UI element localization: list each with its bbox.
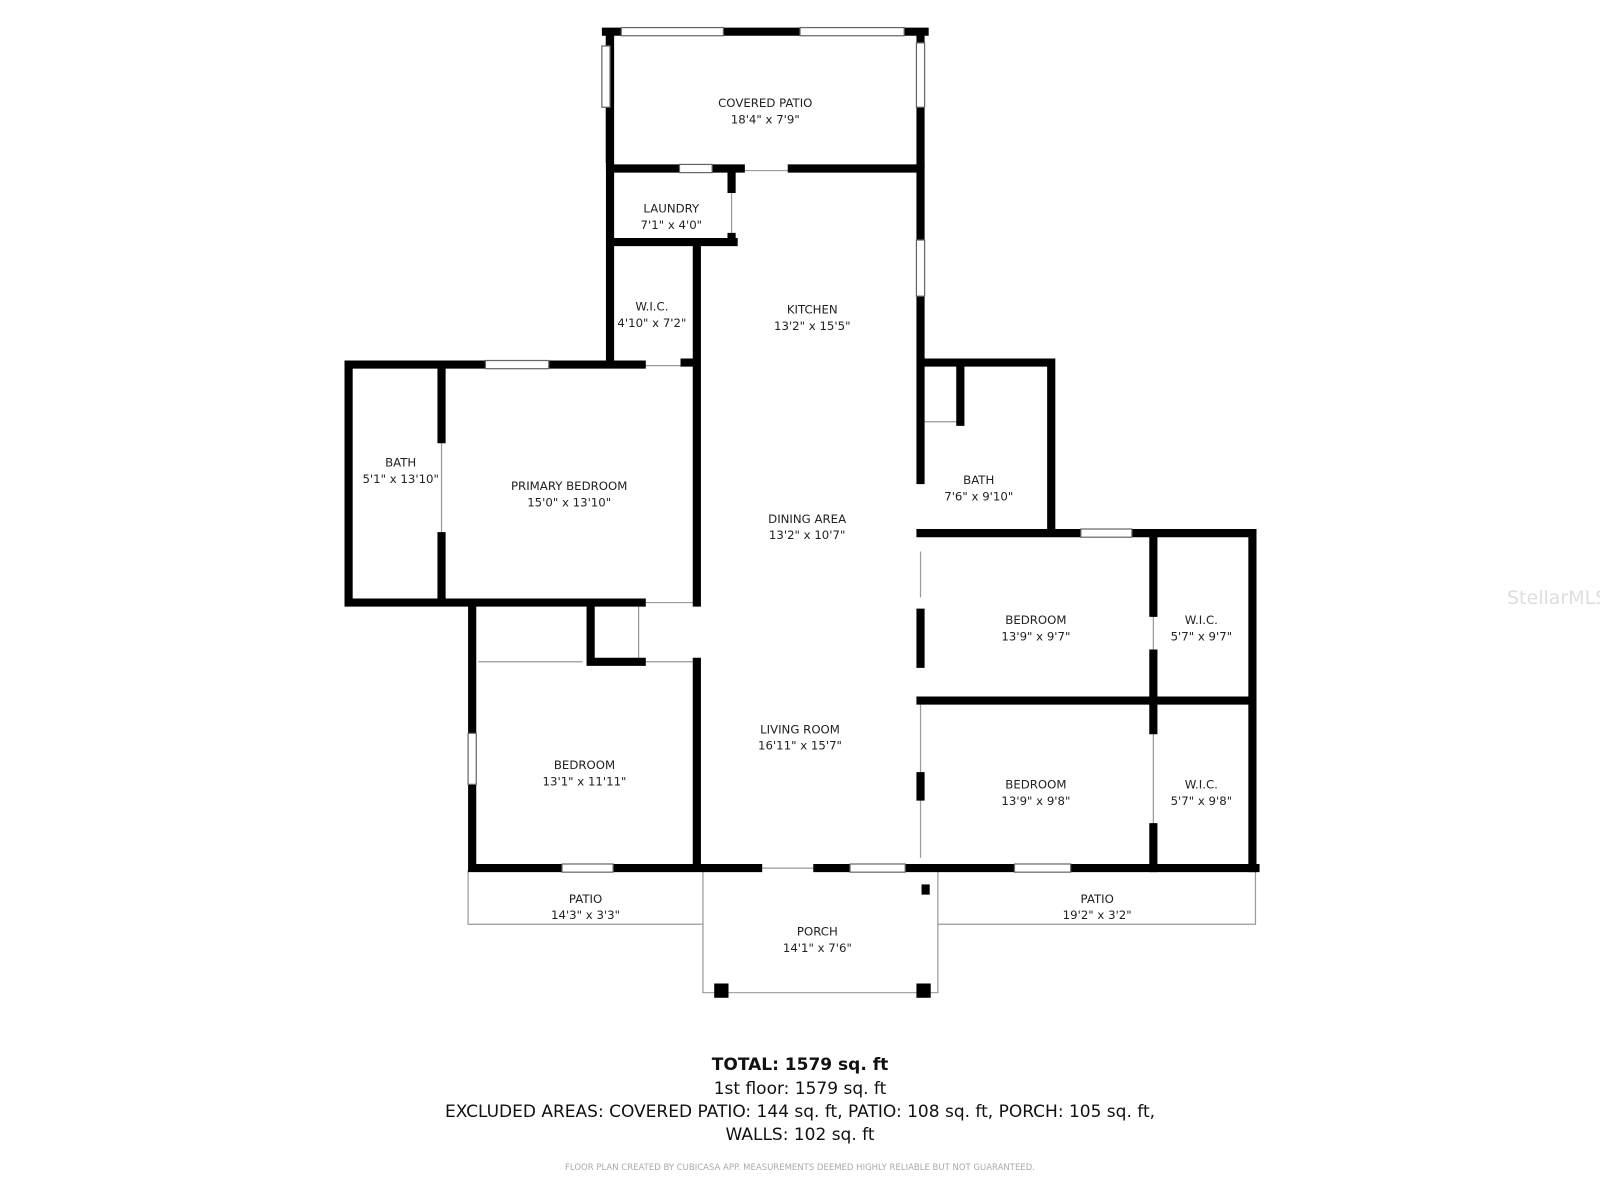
room-size: 7'1" x 4'0" xyxy=(641,218,703,232)
room-size: 13'9" x 9'8" xyxy=(1001,794,1070,808)
room-size: 4'10" x 7'2" xyxy=(617,316,686,330)
room-size: 5'7" x 9'7" xyxy=(1171,629,1233,643)
windows xyxy=(467,26,1133,873)
room-name: LAUNDRY xyxy=(643,201,700,215)
porch-post xyxy=(916,983,931,998)
room-size: 5'7" x 9'8" xyxy=(1171,794,1233,808)
room-name: BATH xyxy=(963,473,994,487)
room-name: PATIO xyxy=(1081,892,1114,906)
room-name: BATH xyxy=(385,456,416,470)
room-size: 14'1" x 7'6" xyxy=(783,941,852,955)
room-name: KITCHEN xyxy=(787,303,838,317)
room-name: W.I.C. xyxy=(635,299,668,313)
room-name: PORCH xyxy=(797,924,838,938)
room-labels: COVERED PATIO 18'4" x 7'9" LAUNDRY 7'1" … xyxy=(362,96,1232,955)
room-size: 13'2" x 10'7" xyxy=(769,528,845,542)
floor-area: 1st floor: 1579 sq. ft xyxy=(713,1079,887,1099)
room-name: BEDROOM xyxy=(1005,613,1066,627)
walls-area: WALLS: 102 sq. ft xyxy=(725,1125,875,1145)
room-size: 13'2" x 15'5" xyxy=(774,319,850,333)
room-size: 16'11" x 15'7" xyxy=(758,739,842,753)
disclaimer: FLOOR PLAN CREATED BY CUBICASA APP. MEAS… xyxy=(565,1163,1035,1173)
room-name: PRIMARY BEDROOM xyxy=(511,479,627,493)
room-size: 19'2" x 3'2" xyxy=(1063,908,1132,922)
room-size: 18'4" x 7'9" xyxy=(731,113,800,127)
room-name: LIVING ROOM xyxy=(760,722,840,736)
room-name: COVERED PATIO xyxy=(718,96,812,110)
room-name: DINING AREA xyxy=(768,512,846,526)
room-size: 5'1" x 13'10" xyxy=(362,472,438,486)
room-name: W.I.C. xyxy=(1185,613,1218,627)
room-name: BEDROOM xyxy=(554,758,615,772)
excluded-areas: EXCLUDED AREAS: COVERED PATIO: 144 sq. f… xyxy=(444,1102,1156,1122)
room-size: 7'6" x 9'10" xyxy=(944,489,1013,503)
room-size: 15'0" x 13'10" xyxy=(527,496,611,510)
room-name: W.I.C. xyxy=(1185,777,1218,791)
outdoor-outlines xyxy=(440,31,1257,994)
room-name: BEDROOM xyxy=(1005,777,1066,791)
total-area: TOTAL: 1579 sq. ft xyxy=(711,1055,889,1075)
porch-post xyxy=(714,983,729,998)
watermark-logo: StellarMLS xyxy=(1507,587,1600,609)
room-size: 14'3" x 3'3" xyxy=(551,908,620,922)
room-name: PATIO xyxy=(569,892,602,906)
room-size: 13'9" x 9'7" xyxy=(1001,629,1070,643)
walls xyxy=(344,27,1260,895)
room-size: 13'1" x 11'11" xyxy=(543,774,627,788)
